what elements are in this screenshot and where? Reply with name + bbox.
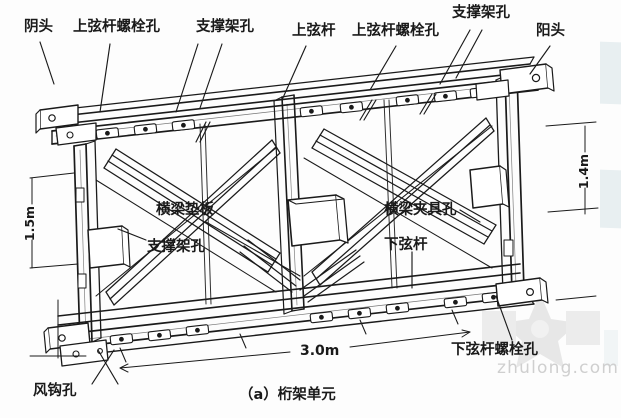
diagonal-brace-left-b xyxy=(105,139,281,306)
label-top-chord-bolt-hole-left: 上弦杆螺栓孔 xyxy=(73,19,160,35)
left-pad-plate xyxy=(87,225,131,269)
label-yang-tou: 阳头 xyxy=(536,23,565,39)
lower-brace-bundle-left xyxy=(239,239,301,293)
far-cross-right xyxy=(303,125,493,277)
female-end-connector-top xyxy=(35,104,97,146)
leader-lines-middle xyxy=(117,209,481,289)
top-far-struts xyxy=(195,93,437,143)
female-end-connector-bottom xyxy=(43,322,109,367)
lower-brace-bundle-right xyxy=(299,249,365,303)
diagonal-brace-left-a xyxy=(103,148,281,273)
dimension-height-left: 1.5m xyxy=(22,205,38,242)
dimension-lines xyxy=(29,121,599,373)
right-pad-plate xyxy=(469,165,510,209)
leader-lines-top xyxy=(39,29,551,113)
label-top-chord-bolt-hole-right: 上弦杆螺栓孔 xyxy=(352,23,439,39)
label-top-chord: 上弦杆 xyxy=(292,23,336,39)
watermark-text: zhulong.com xyxy=(497,358,620,378)
bottom-stiffeners xyxy=(119,309,459,363)
label-brace-frame-hole-left: 支撑架孔 xyxy=(196,19,254,35)
male-end-connector-bottom xyxy=(495,277,549,307)
label-bottom-chord-bolt-hole: 下弦杆螺栓孔 xyxy=(451,342,538,358)
edge-artifact-lower xyxy=(604,330,618,366)
label-bottom-chord: 下弦杆 xyxy=(384,237,428,253)
dimension-height-right: 1.4m xyxy=(576,153,592,190)
crossbeam-pad-plate-shape xyxy=(287,194,349,247)
top-chord-far xyxy=(43,56,535,127)
far-cross-left xyxy=(95,147,277,297)
dimension-length-bottom: 3.0m xyxy=(300,343,340,359)
leader-lines-bottom xyxy=(91,295,513,385)
left-end-post xyxy=(73,140,102,345)
male-end-connector-top xyxy=(475,63,555,101)
bottom-chord-bolt-holes xyxy=(109,290,506,346)
label-brace-frame-hole-mid: 支撑架孔 xyxy=(147,239,205,255)
label-brace-frame-hole-right: 支撑架孔 xyxy=(452,5,510,21)
label-wind-hook-hole: 风钩孔 xyxy=(33,383,77,399)
label-yin-tou: 阴头 xyxy=(24,19,53,35)
label-crossbeam-pad-plate: 横梁垫板 xyxy=(156,202,214,218)
label-crossbeam-clamp-hole: 横梁夹具孔 xyxy=(384,202,457,218)
figure-caption: （a）桁架单元 xyxy=(239,387,336,403)
diagonal-brace-right-a xyxy=(311,128,497,245)
far-verticals xyxy=(199,99,398,305)
